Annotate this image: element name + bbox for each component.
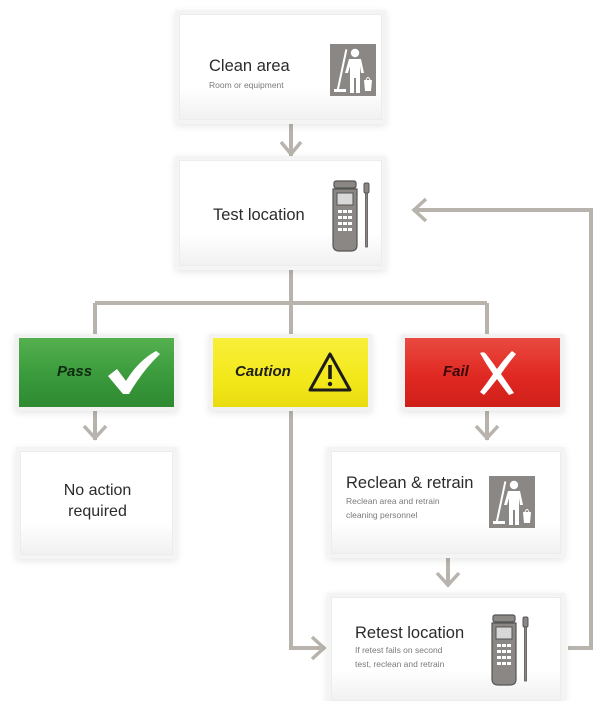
connector-test-split xyxy=(93,270,489,336)
outcome-caution: Caution xyxy=(213,338,368,407)
step-subtitle-line2: cleaning personnel xyxy=(346,510,418,520)
step-title-line1: No action xyxy=(63,482,132,499)
cleaning-person-icon xyxy=(489,476,535,528)
luminometer-device-icon xyxy=(491,614,529,686)
step-test-location: Test location xyxy=(179,160,382,266)
outcome-pass: Pass xyxy=(19,338,174,407)
luminometer-device-icon xyxy=(332,180,370,252)
step-subtitle-line2: test, reclean and retrain xyxy=(355,659,445,669)
arrowhead-no-action xyxy=(82,424,108,441)
outcome-label: Caution xyxy=(235,363,291,380)
cleaning-person-icon xyxy=(330,44,376,96)
arrowhead-loop-test-location xyxy=(411,197,428,223)
step-reclean-retrain: Reclean & retrain Reclean area and retra… xyxy=(331,451,561,554)
checkmark-icon xyxy=(108,351,160,394)
arrowhead-retest xyxy=(435,571,461,588)
arrowhead-test-location xyxy=(279,140,303,157)
step-retest-location: Retest location If retest fails on secon… xyxy=(331,597,561,701)
step-subtitle-line1: If retest fails on second xyxy=(355,645,443,655)
step-subtitle: Room or equipment xyxy=(209,80,284,90)
outcome-fail: Fail xyxy=(405,338,560,407)
outcome-label: Pass xyxy=(57,363,93,380)
step-title: Test location xyxy=(213,206,305,224)
step-clean-area: Clean area Room or equipment xyxy=(179,14,382,120)
x-mark-icon xyxy=(480,351,516,395)
step-title: Reclean & retrain xyxy=(346,474,474,492)
connector-caution-to-retest xyxy=(289,409,325,650)
arrowhead-reclean xyxy=(474,424,500,441)
step-title-line2: required xyxy=(68,503,127,520)
connector-retest-loop xyxy=(413,208,593,650)
step-title: Retest location xyxy=(355,624,465,642)
warning-triangle-icon xyxy=(308,352,352,392)
outcome-label: Fail xyxy=(443,363,469,380)
step-title: Clean area xyxy=(209,57,290,75)
arrowhead-retest-left xyxy=(310,635,327,661)
step-subtitle-line1: Reclean area and retrain xyxy=(346,496,440,506)
step-no-action-required: No action required xyxy=(20,451,173,555)
